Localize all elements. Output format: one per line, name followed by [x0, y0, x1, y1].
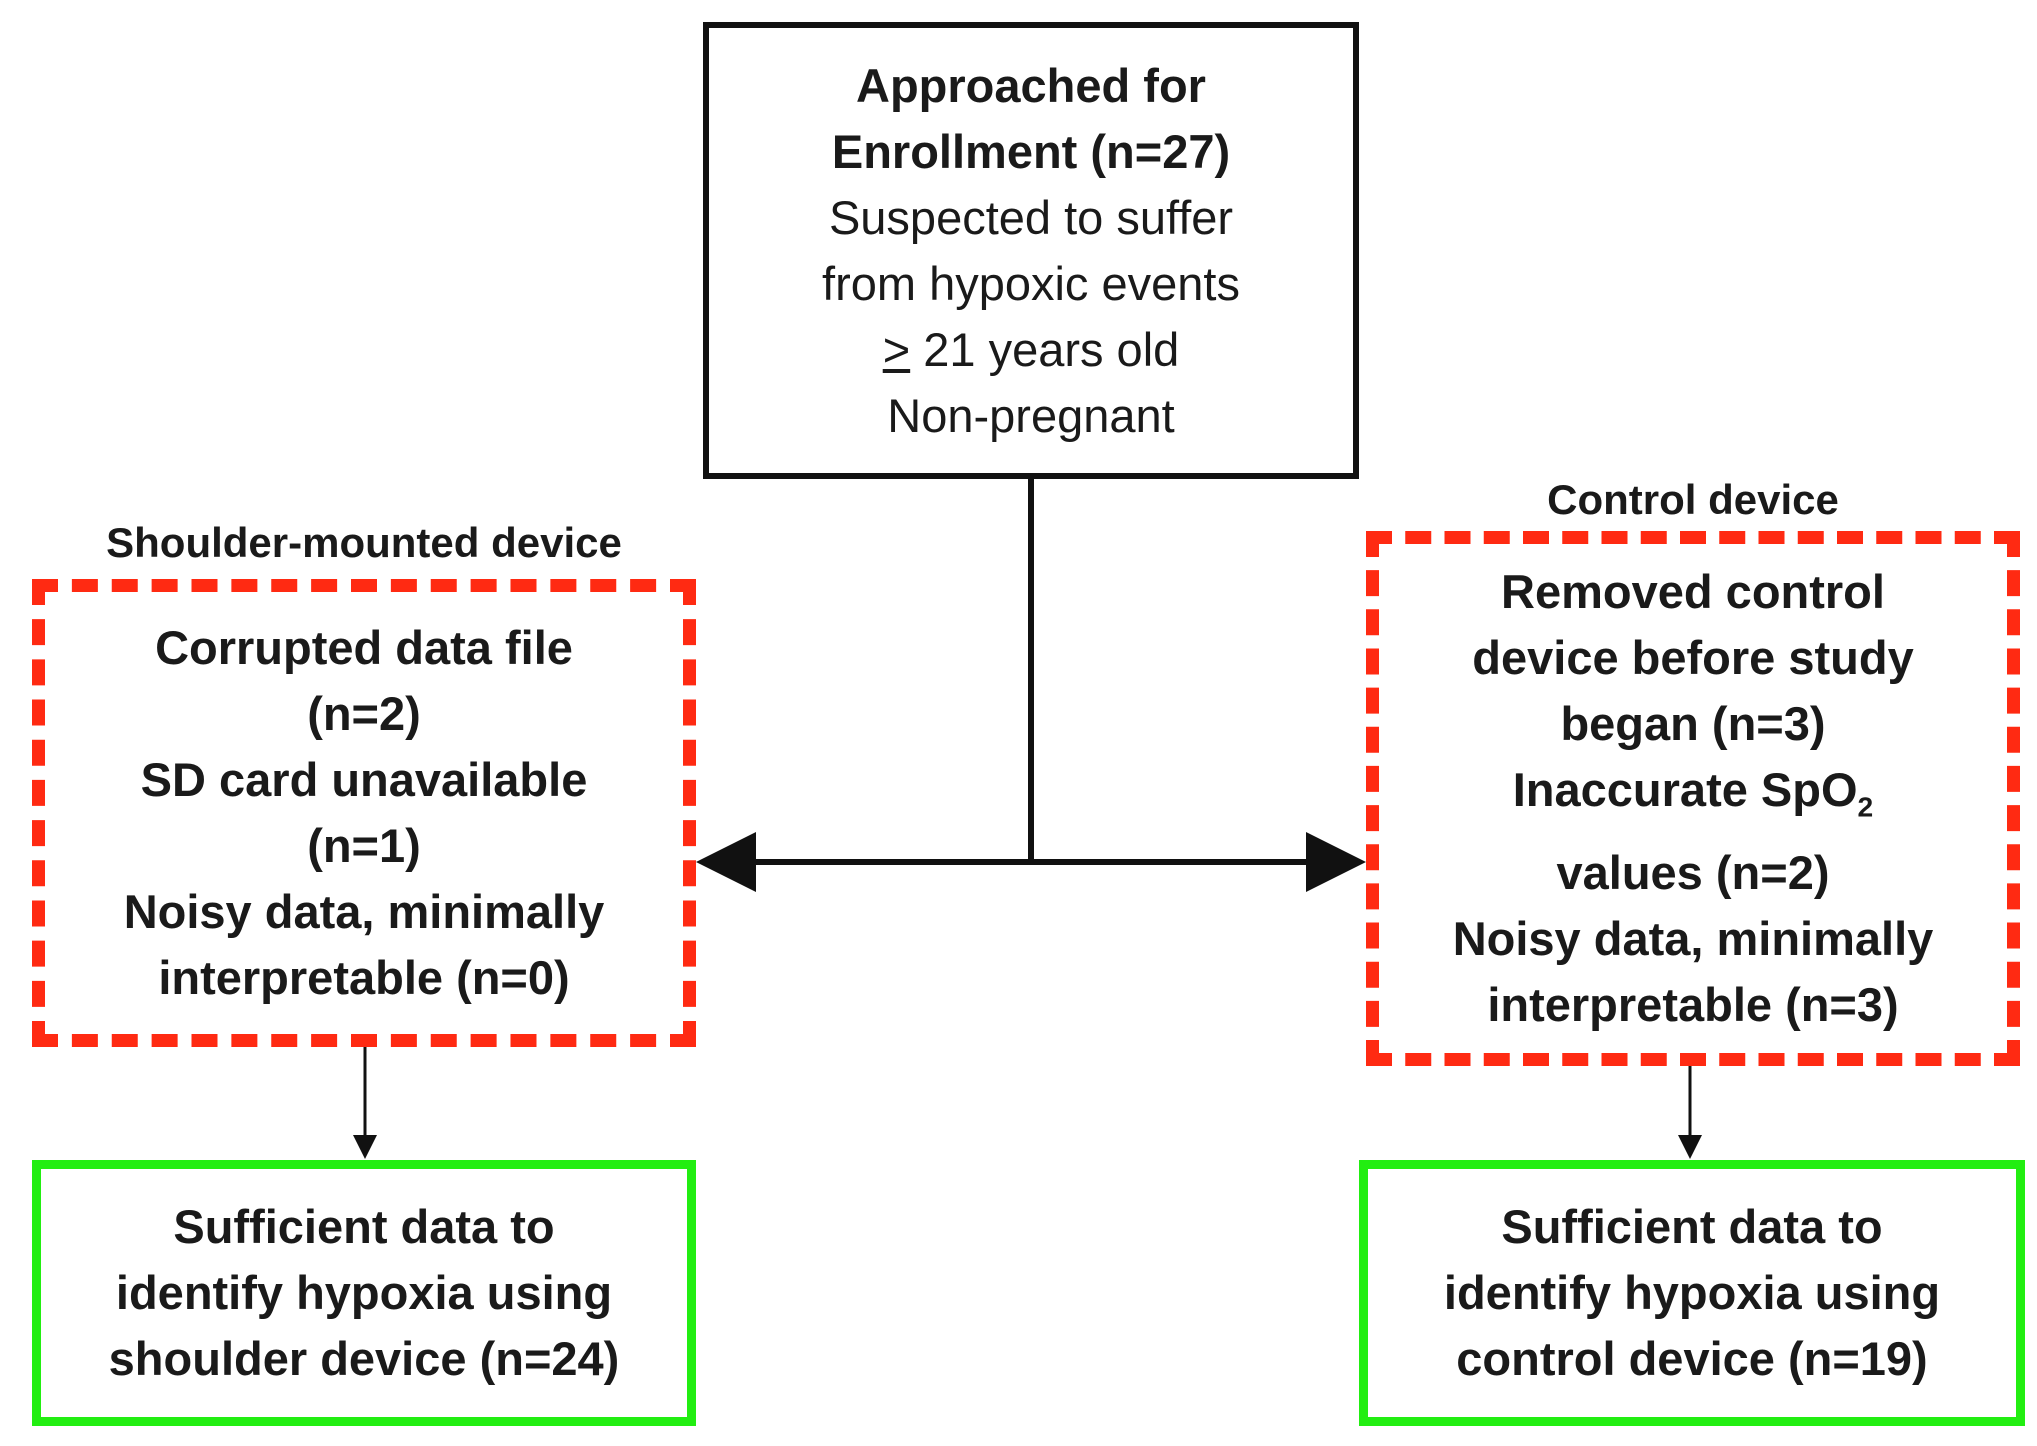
exclusion-line: Noisy data, minimally [1452, 911, 1934, 965]
result-line: Sufficient data to [173, 1200, 555, 1253]
right-result-box: Sufficient data to identify hypoxia usin… [1359, 1160, 2025, 1426]
spo2-prefix: Inaccurate SpO [1512, 763, 1858, 817]
exclusion-line: interpretable (n=3) [1487, 977, 1899, 1031]
result-line: identify hypoxia using [115, 1266, 613, 1319]
exclusion-line: Noisy data, minimally [123, 885, 605, 938]
right-exclusion-box: Removed control device before study bega… [1366, 531, 2020, 1066]
result-line: Sufficient data to [1501, 1200, 1883, 1253]
greater-equal-symbol: > [882, 322, 911, 376]
result-line: identify hypoxia using [1443, 1266, 1941, 1319]
enrollment-title-line2: Enrollment (n=27) [831, 124, 1231, 178]
criteria-line: from hypoxic events [822, 256, 1240, 310]
exclusion-line: device before study [1472, 631, 1914, 685]
enrollment-title-line1: Approached for [856, 58, 1206, 112]
spo2-line: Inaccurate SpO2 [1513, 757, 1873, 839]
result-line: shoulder device (n=24) [108, 1332, 620, 1385]
exclusion-line: (n=1) [307, 819, 421, 872]
exclusion-line: began (n=3) [1560, 697, 1826, 751]
age-text: 21 years old [910, 322, 1180, 376]
exclusion-line: (n=2) [307, 687, 421, 740]
spo2-subscript: 2 [1857, 790, 1874, 823]
exclusion-line: values (n=2) [1556, 845, 1830, 899]
age-criterion: > 21 years old [883, 317, 1180, 383]
left-group-label: Shoulder-mounted device [106, 519, 622, 566]
result-line: control device (n=19) [1456, 1332, 1928, 1385]
exclusion-line: Removed control [1501, 565, 1885, 619]
left-exclusion-box: Corrupted data file (n=2) SD card unavai… [32, 579, 696, 1047]
left-result-box: Sufficient data to identify hypoxia usin… [32, 1160, 696, 1426]
enrollment-box: Approached for Enrollment (n=27) Suspect… [703, 22, 1359, 479]
exclusion-line: SD card unavailable [140, 753, 588, 806]
right-group-label: Control device [1547, 476, 1839, 523]
exclusion-line: Corrupted data file [155, 621, 573, 674]
pregnancy-criterion: Non-pregnant [887, 388, 1175, 442]
exclusion-line: interpretable (n=0) [158, 951, 570, 1004]
criteria-line: Suspected to suffer [828, 190, 1234, 244]
